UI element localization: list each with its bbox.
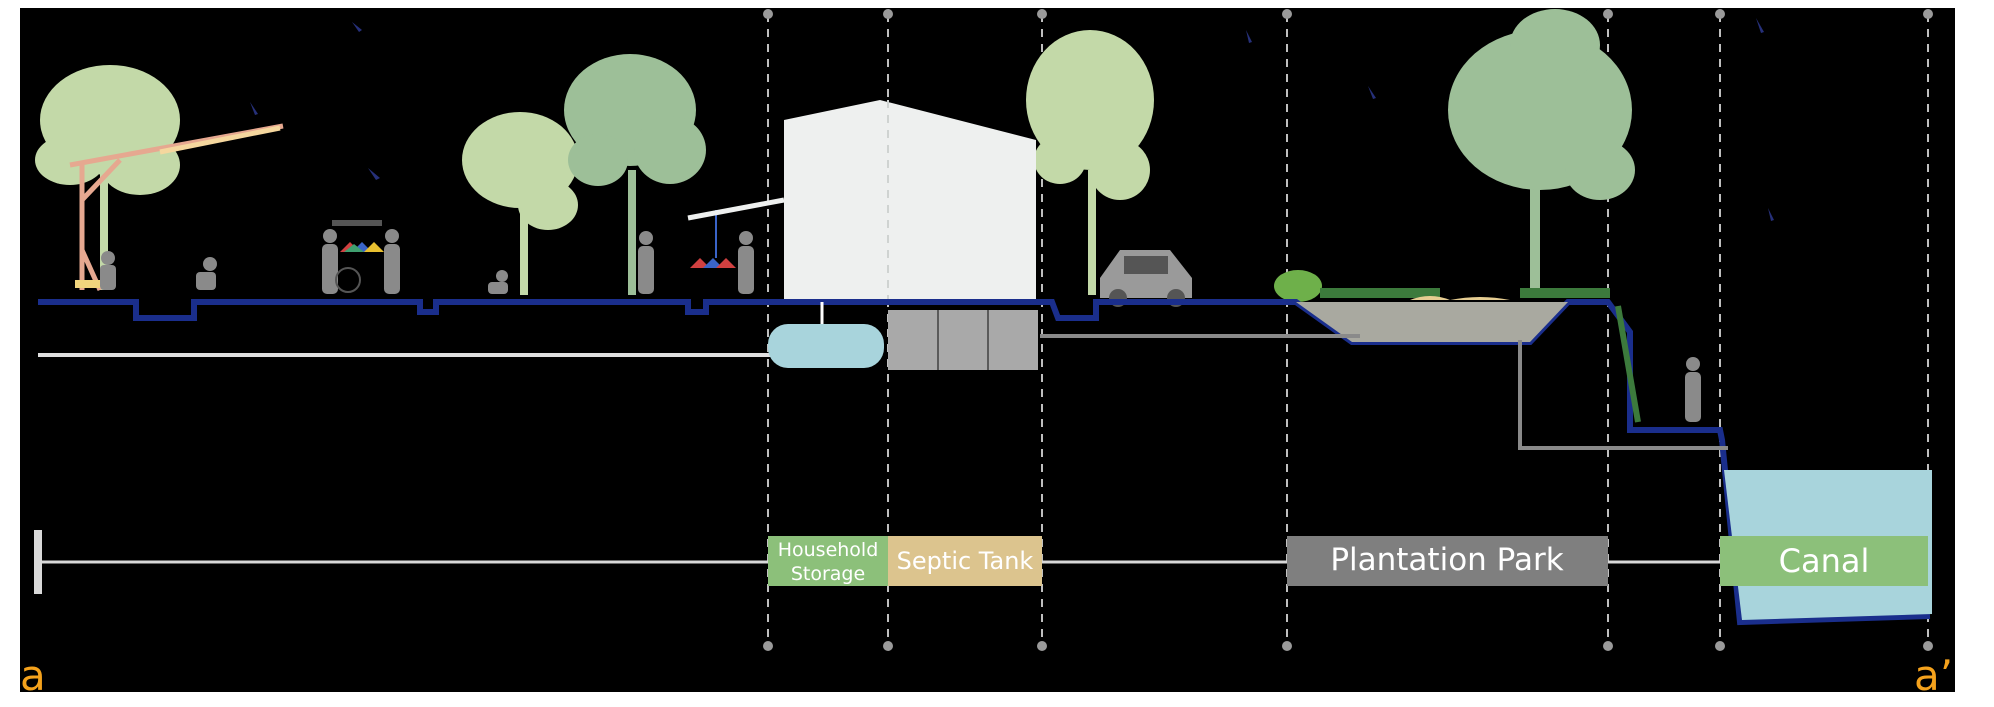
cart-icon	[690, 210, 736, 268]
guide-end-dots	[763, 9, 1933, 651]
bird-icons	[250, 18, 1774, 221]
household-storage-tank	[768, 324, 884, 368]
bird-icon	[352, 22, 362, 32]
canal-wall-vegetation	[1615, 305, 1641, 423]
person-icon	[488, 270, 508, 294]
bench-icon	[75, 280, 115, 288]
person-icon	[322, 229, 338, 294]
pipe-lines	[38, 334, 1728, 450]
septic-tank-box	[888, 536, 1042, 586]
plantation-park-basin	[1296, 302, 1568, 342]
household-storage-box	[768, 536, 888, 586]
cart-icon	[332, 220, 384, 293]
house-icon	[687, 100, 1036, 300]
plantation-park-box	[1287, 536, 1608, 586]
person-icon	[100, 251, 116, 290]
tree-icon	[1448, 9, 1635, 295]
tree-icon	[1026, 30, 1154, 295]
household-storage-label-line1: Household	[778, 539, 879, 561]
person-icon	[638, 231, 654, 294]
person-icon	[1685, 357, 1701, 422]
bird-icon	[1756, 18, 1764, 33]
person-icon	[196, 257, 217, 290]
bird-icon	[1368, 86, 1376, 99]
household-storage-label-line2: Storage	[791, 563, 865, 585]
bird-icon	[250, 102, 258, 115]
section-marker-start: a	[20, 651, 46, 700]
section-marker-end: a’	[1914, 651, 1953, 700]
septic-tank	[888, 310, 1038, 370]
bird-icon	[368, 168, 380, 180]
tree-icon	[35, 65, 180, 290]
baseline-end-tick	[34, 530, 42, 594]
canal-box	[1720, 536, 1928, 586]
septic-tank-label: Septic Tank	[897, 547, 1034, 575]
bush-icons	[1274, 270, 1610, 302]
bird-icon	[1246, 30, 1252, 43]
person-icon	[738, 231, 754, 294]
tree-icon	[564, 54, 706, 295]
plantation-park-label: Plantation Park	[1330, 542, 1563, 578]
tree-icons	[35, 9, 1635, 295]
basin-sand	[1410, 296, 1510, 300]
tree-icon	[462, 112, 578, 295]
bird-icon	[1768, 208, 1774, 221]
person-icon	[384, 229, 400, 294]
canal-label: Canal	[1779, 542, 1870, 580]
people-icons	[100, 229, 1701, 422]
